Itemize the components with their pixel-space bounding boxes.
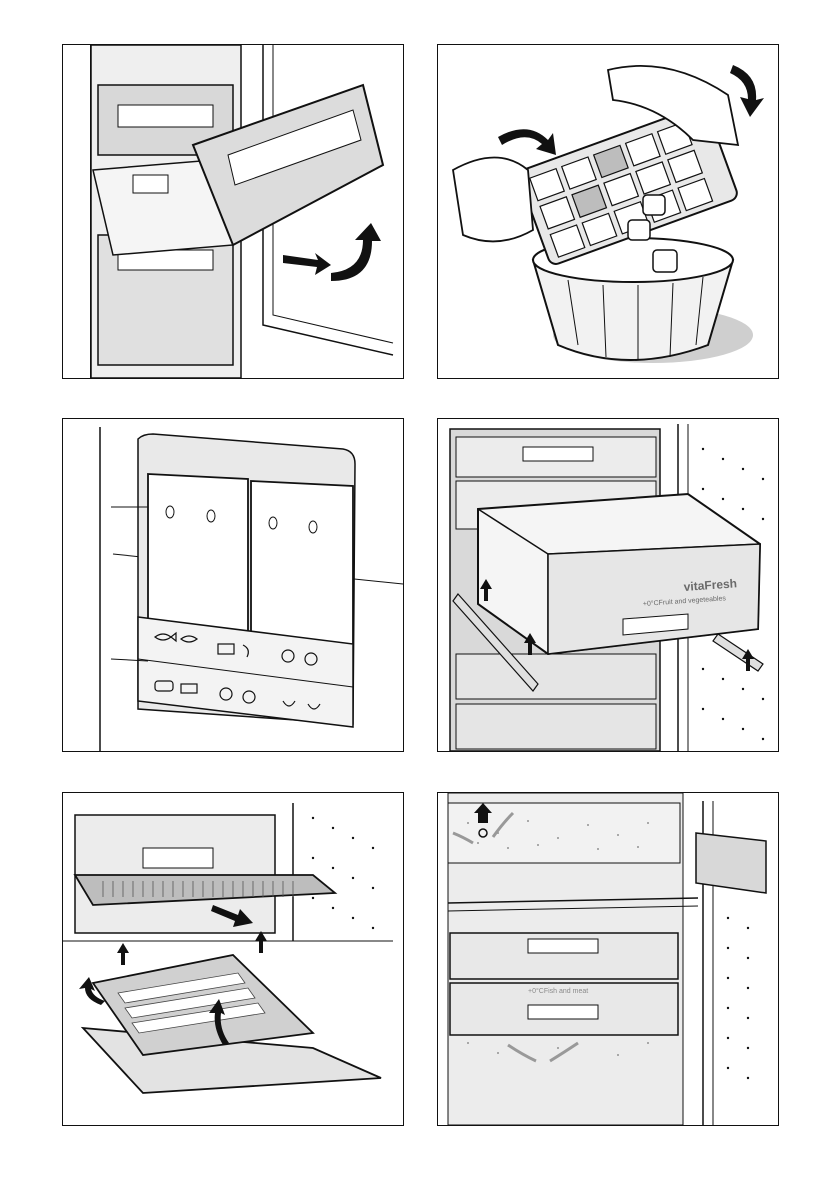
storage-calendar-illustration xyxy=(63,419,403,751)
drawer-label: +0°CFish and meat xyxy=(528,987,588,995)
shelf-grille-illustration xyxy=(63,793,403,1125)
panel-airflow-fish-meat: +0°CFish and meat xyxy=(437,792,779,1126)
panel-shelf-grille-removal xyxy=(62,792,404,1126)
vitafresh-drawer-illustration: vitaFresh +0°CFruit and vegeteables xyxy=(438,419,778,751)
airflow-illustration: +0°CFish and meat xyxy=(438,793,778,1125)
panel-freezer-drawer-removal xyxy=(62,44,404,379)
panel-storage-calendar xyxy=(62,418,404,752)
panel-vitafresh-drawer: vitaFresh +0°CFruit and vegeteables xyxy=(437,418,779,752)
freezer-drawer-illustration xyxy=(63,45,403,378)
panel-ice-cube-tray xyxy=(437,44,779,379)
ice-tray-illustration xyxy=(438,45,778,378)
